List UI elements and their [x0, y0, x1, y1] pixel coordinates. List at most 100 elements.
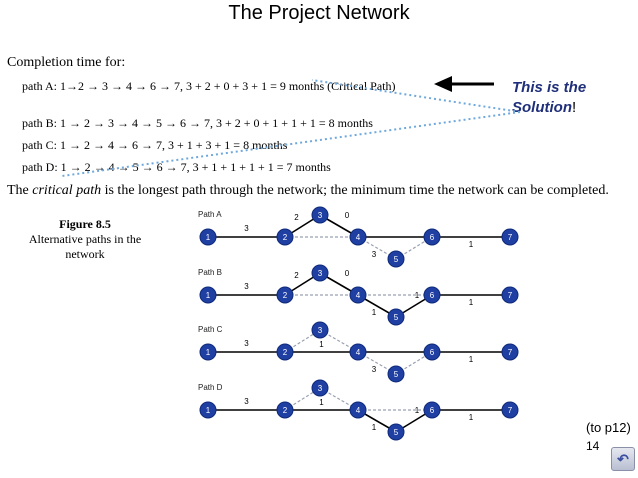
- diagram-label: Path B: [198, 268, 222, 277]
- completion-time-label: Completion time for:: [7, 55, 126, 70]
- node-4: [349, 228, 367, 246]
- node-label: 6: [430, 348, 435, 357]
- node-5: [387, 250, 405, 268]
- node-3: [311, 321, 329, 339]
- edge-weight: 1: [415, 291, 420, 300]
- diagram-label: Path A: [198, 210, 222, 219]
- node-label: 6: [430, 233, 435, 242]
- edge-weight: 3: [372, 365, 377, 374]
- back-link[interactable]: (to p12): [586, 420, 631, 435]
- node-label: 2: [283, 406, 288, 415]
- node-label: 4: [356, 291, 361, 300]
- node-3: [311, 206, 329, 224]
- diagram-label: Path C: [198, 325, 223, 334]
- critical-path-definition: The critical path is the longest path th…: [7, 183, 609, 199]
- node-label: 3: [318, 384, 323, 393]
- node-4: [349, 286, 367, 304]
- node-5: [387, 423, 405, 441]
- node-3: [311, 264, 329, 282]
- edge-weight: 1: [469, 298, 474, 307]
- node-label: 6: [430, 406, 435, 415]
- solution-exclamation: !: [572, 99, 577, 116]
- node-1: [199, 343, 217, 361]
- edge-weight: 3: [372, 250, 377, 259]
- edge-weight: 1: [372, 308, 377, 317]
- node-4: [349, 401, 367, 419]
- node-3: [311, 379, 329, 397]
- dotted-connector: [311, 79, 521, 113]
- edge-weight: 3: [244, 282, 249, 291]
- critical-post: is the longest path through the network;…: [101, 183, 609, 198]
- node-7: [501, 343, 519, 361]
- node-label: 3: [318, 211, 323, 220]
- edge-weight: 2: [294, 271, 299, 280]
- node-7: [501, 401, 519, 419]
- undo-icon[interactable]: ↶: [611, 447, 635, 471]
- solution-callout: This is the Solution!: [512, 78, 586, 118]
- node-label: 6: [430, 291, 435, 300]
- edge-weight: 1: [319, 398, 324, 407]
- path-diagram-d: Path D 3 1 1 1 1 1 2 3 4 5 6 7: [198, 379, 519, 441]
- node-label: 2: [283, 233, 288, 242]
- node-1: [199, 401, 217, 419]
- node-label: 3: [318, 326, 323, 335]
- edge-weight: 3: [244, 224, 249, 233]
- diagram-label: Path D: [198, 383, 223, 392]
- node-2: [276, 228, 294, 246]
- path-c-line: path C: 1 → 2 → 4 → 6 → 7, 3 + 1 + 3 + 1…: [22, 138, 288, 152]
- node-2: [276, 286, 294, 304]
- edge-weight: 1: [469, 413, 474, 422]
- node-label: 1: [206, 291, 211, 300]
- node-7: [501, 228, 519, 246]
- node-label: 4: [356, 233, 361, 242]
- node-label: 5: [394, 428, 399, 437]
- edge-weight: 2: [294, 213, 299, 222]
- node-1: [199, 228, 217, 246]
- node-4: [349, 343, 367, 361]
- node-label: 2: [283, 348, 288, 357]
- critical-term: critical path: [32, 183, 102, 198]
- node-5: [387, 365, 405, 383]
- figure-number: Figure 8.5: [59, 217, 111, 231]
- dotted-connector: [61, 111, 521, 177]
- node-7: [501, 286, 519, 304]
- solution-line-1: This is the: [512, 79, 587, 96]
- node-label: 1: [206, 233, 211, 242]
- edge-weight: 3: [244, 397, 249, 406]
- node-6: [423, 228, 441, 246]
- path-b-line: path B: 1 → 2 → 3 → 4 → 5 → 6 → 7, 3 + 2…: [22, 116, 373, 130]
- arrow-left-icon: [434, 76, 494, 92]
- edge-weight: 0: [345, 211, 350, 220]
- node-6: [423, 343, 441, 361]
- node-label: 7: [508, 406, 513, 415]
- edge-weight: 1: [319, 340, 324, 349]
- node-label: 7: [508, 233, 513, 242]
- node-label: 1: [206, 406, 211, 415]
- edge-weight: 1: [469, 355, 474, 364]
- node-label: 5: [394, 255, 399, 264]
- solution-line-2: Solution: [512, 99, 572, 116]
- figure-caption: Figure 8.5 Alternative paths in the netw…: [10, 217, 160, 262]
- node-1: [199, 286, 217, 304]
- edge-weight: 0: [345, 269, 350, 278]
- node-label: 4: [356, 348, 361, 357]
- page-title: The Project Network: [228, 2, 410, 24]
- node-label: 4: [356, 406, 361, 415]
- critical-pre: The: [7, 183, 33, 198]
- node-5: [387, 308, 405, 326]
- node-6: [423, 286, 441, 304]
- node-label: 5: [394, 370, 399, 379]
- node-label: 7: [508, 348, 513, 357]
- path-a-line: path A: 1→2 → 3 → 4 → 6 → 7, 3 + 2 + 0 +…: [22, 79, 396, 93]
- figure-caption-text: Alternative paths in the network: [28, 232, 142, 261]
- edge-weight: 1: [372, 423, 377, 432]
- node-6: [423, 401, 441, 419]
- node-2: [276, 343, 294, 361]
- edge-weight: 3: [244, 339, 249, 348]
- edge-weight: 1: [415, 406, 420, 415]
- node-label: 5: [394, 313, 399, 322]
